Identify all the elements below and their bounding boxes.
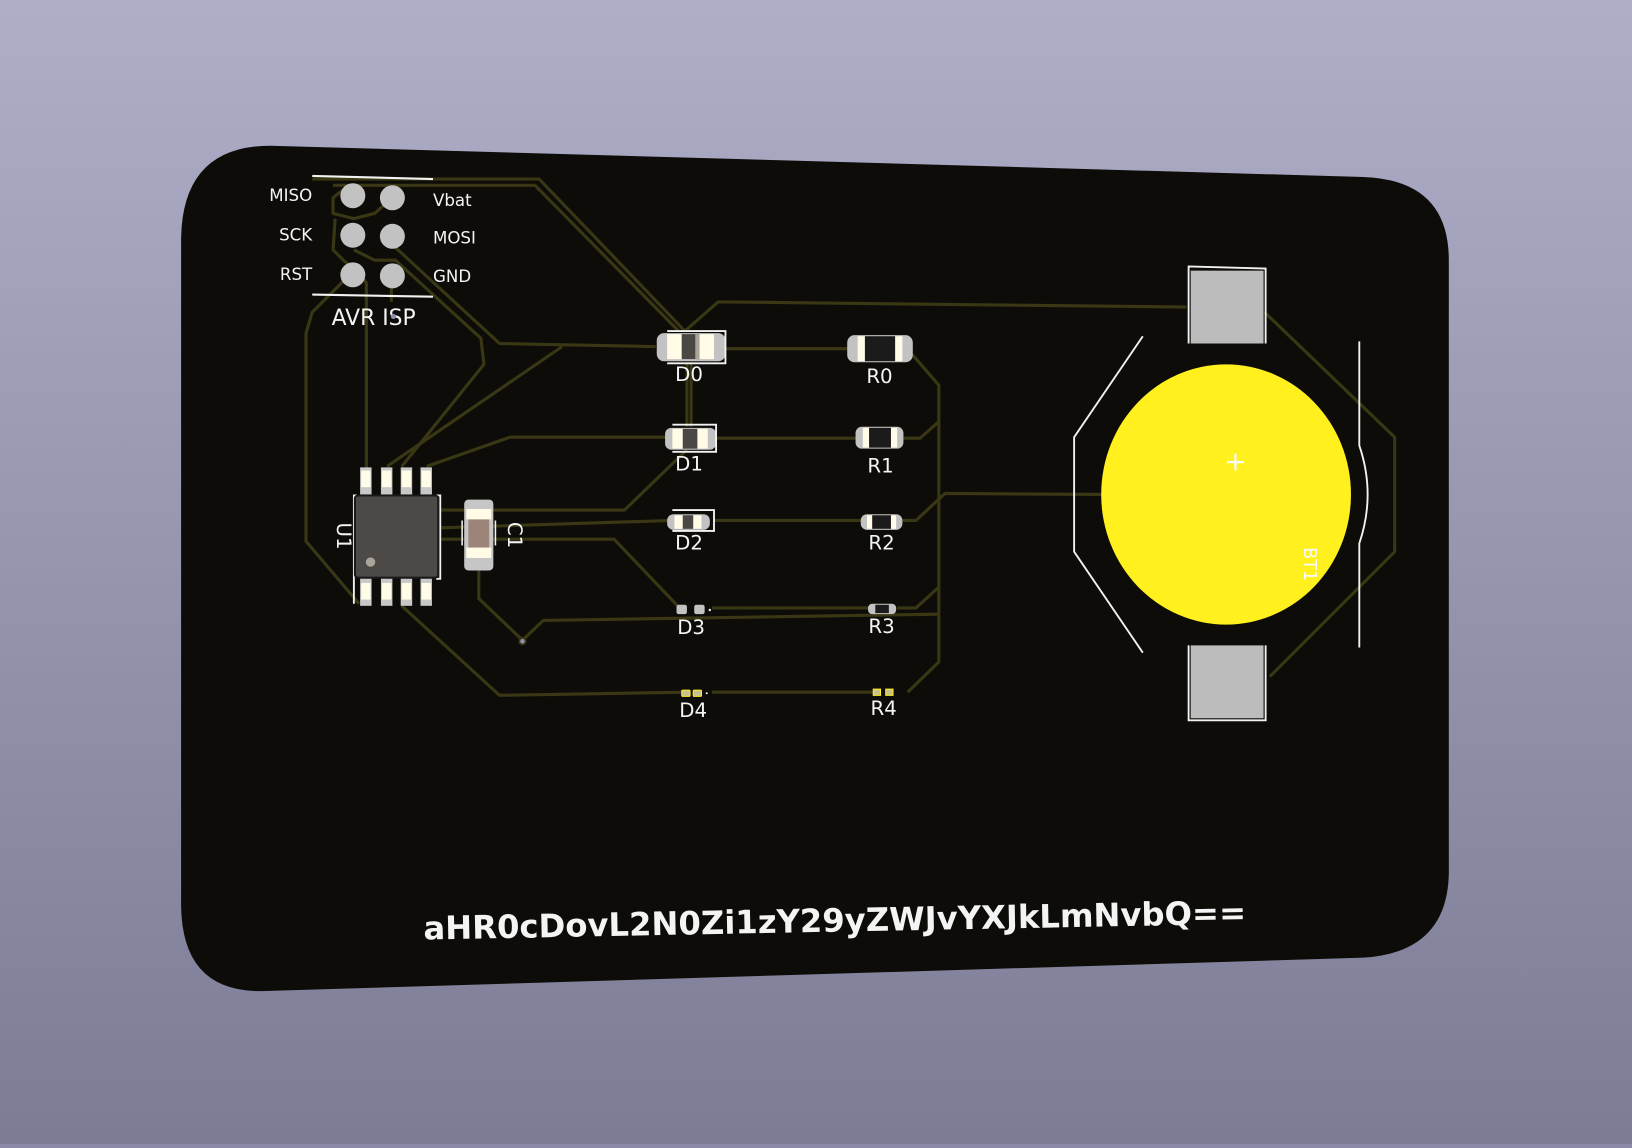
r0-body xyxy=(864,336,896,362)
r3-ref: R3 xyxy=(868,615,894,638)
u1-body xyxy=(353,494,440,579)
r2-ref: R2 xyxy=(868,532,894,555)
d0-silk xyxy=(667,330,727,365)
c1-capacitor[interactable]: C1 xyxy=(461,499,526,571)
battery-holder-bt1[interactable]: + BT1 xyxy=(1073,265,1369,722)
isp-pad-rst[interactable] xyxy=(340,262,366,288)
isp-pad-sck[interactable] xyxy=(340,222,366,248)
d2-terminal-right xyxy=(693,515,702,529)
r3-body xyxy=(875,604,889,614)
r1-body xyxy=(869,427,891,448)
u1-ref: U1 xyxy=(332,523,355,550)
led-d2[interactable]: D2 xyxy=(667,509,715,555)
isp-label-gnd: GND xyxy=(433,267,471,286)
r0-ref: R0 xyxy=(866,365,892,388)
d2-terminal-left xyxy=(674,515,683,529)
c1-body xyxy=(468,519,490,548)
isp-label-miso: MISO xyxy=(269,186,312,205)
bt1-plus-mark: + xyxy=(1224,447,1247,478)
d1-ref: D1 xyxy=(675,453,703,476)
led-d0[interactable]: D0 xyxy=(656,330,727,386)
isp-label-vbat: Vbat xyxy=(433,191,472,210)
bt1-coin-cell xyxy=(1101,364,1351,625)
copper-traces xyxy=(304,177,1397,697)
bt1-silk-right xyxy=(1358,341,1369,648)
r2-body xyxy=(872,515,891,529)
d3-pad-2 xyxy=(694,604,705,615)
isp-header: MISO SCK RST Vbat MOSI GND AVR ISP xyxy=(269,174,476,331)
d4-pad-1 xyxy=(681,689,691,697)
isp-pad-gnd[interactable] xyxy=(379,263,405,289)
r1-terminal-right xyxy=(890,427,898,448)
led-d1[interactable]: D1 xyxy=(665,423,718,476)
d3-dot xyxy=(708,608,712,612)
d0-terminal-right xyxy=(699,334,714,360)
d1-terminal-left xyxy=(672,428,683,449)
isp-pad-vbat[interactable] xyxy=(379,185,405,211)
bt1-pad-top[interactable] xyxy=(1190,270,1264,344)
u1-pin1-marker xyxy=(365,557,376,567)
d1-terminal-right xyxy=(697,428,708,449)
u1-pins-bottom xyxy=(360,576,432,606)
c1-ref: C1 xyxy=(503,522,526,548)
c1-terminal-bottom xyxy=(466,547,492,558)
d1-body xyxy=(682,428,698,449)
resistor-r4[interactable]: R4 xyxy=(870,688,897,720)
isp-pad-miso[interactable] xyxy=(340,183,366,209)
d0-terminal-left xyxy=(667,334,682,360)
resistor-r2[interactable]: R2 xyxy=(860,514,903,555)
isp-silk-bottom-line xyxy=(312,293,433,298)
d0-body xyxy=(681,334,700,360)
isp-label-mosi: MOSI xyxy=(433,229,476,248)
u1-ic[interactable]: U1 xyxy=(332,467,442,606)
d2-silk xyxy=(672,509,715,532)
r2-terminal-left xyxy=(867,515,873,529)
pcb-board xyxy=(181,145,1449,992)
bt1-silk-top xyxy=(1187,265,1267,344)
d0-ref: D0 xyxy=(675,363,703,386)
c1-terminal-top xyxy=(466,509,492,520)
d3-pad-1 xyxy=(676,604,687,615)
d2-ref: D2 xyxy=(675,532,703,555)
via xyxy=(390,313,397,320)
resistor-r1[interactable]: R1 xyxy=(855,426,904,478)
d3-ref: D3 xyxy=(677,616,705,639)
r0-terminal-left xyxy=(857,336,865,362)
isp-pad-mosi[interactable] xyxy=(379,223,405,249)
resistor-r0[interactable]: R0 xyxy=(847,335,913,388)
d0-cathode-mark xyxy=(695,334,700,360)
d4-dot xyxy=(705,692,708,695)
r4-ref: R4 xyxy=(870,697,896,720)
r0-terminal-right xyxy=(895,336,903,362)
isp-silk-top-line xyxy=(312,174,434,181)
led-d4[interactable]: D4 xyxy=(679,689,708,722)
r2-terminal-right xyxy=(890,515,897,529)
isp-label-sck: SCK xyxy=(279,225,313,244)
u1-pins-top xyxy=(360,467,432,495)
bt1-ref: BT1 xyxy=(1299,547,1319,581)
r4-pad-2 xyxy=(885,688,894,696)
r1-ref: R1 xyxy=(867,455,893,478)
r1-terminal-left xyxy=(862,427,870,448)
isp-title: AVR ISP xyxy=(332,306,416,331)
d4-ref: D4 xyxy=(679,699,707,722)
led-d3[interactable]: D3 xyxy=(676,604,712,639)
resistor-r3[interactable]: R3 xyxy=(868,603,897,638)
d1-silk xyxy=(672,423,718,453)
d2-body xyxy=(682,515,694,529)
d4-pad-2 xyxy=(692,689,703,697)
r4-pad-1 xyxy=(872,688,882,696)
via-hole xyxy=(520,638,525,644)
bt1-silk-left xyxy=(1073,335,1144,654)
bt1-silk-bottom xyxy=(1187,645,1267,722)
isp-label-rst: RST xyxy=(280,265,313,284)
bt1-pad-bottom[interactable] xyxy=(1190,645,1264,719)
